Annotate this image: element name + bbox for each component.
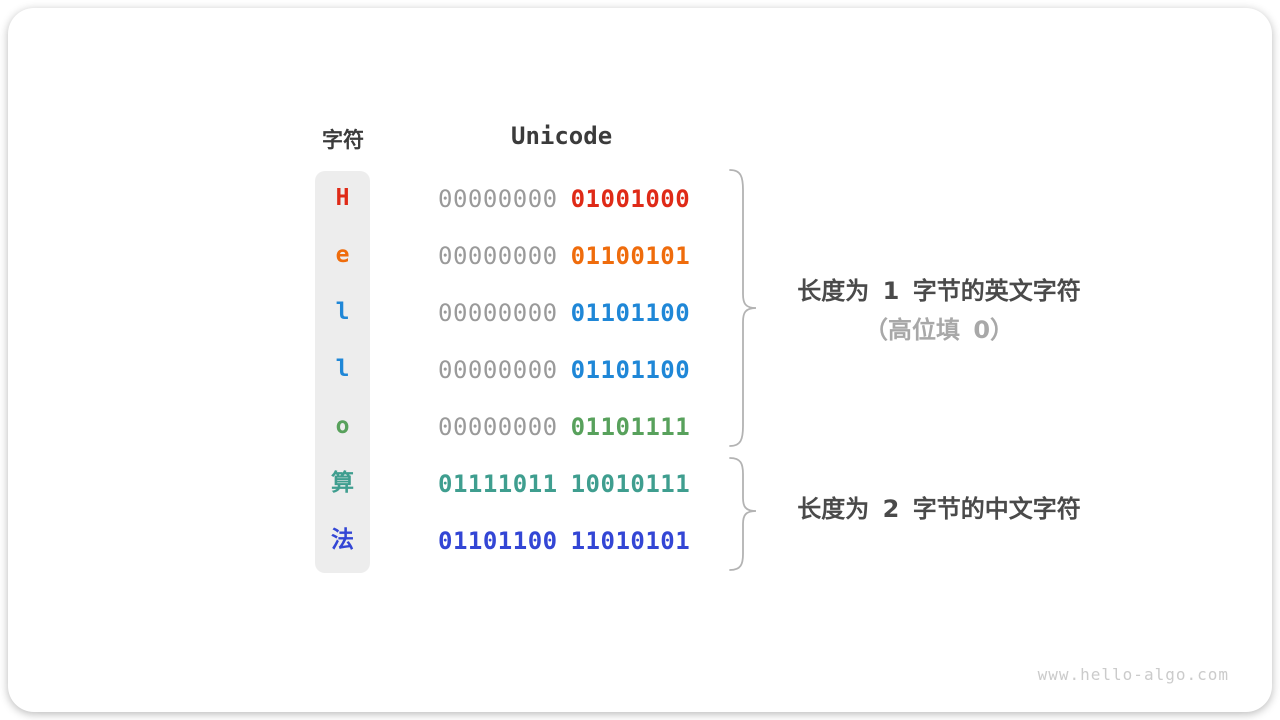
column-header-char: 字符 bbox=[322, 128, 364, 152]
byte-low: 01101100 bbox=[570, 298, 691, 327]
char-cell: l bbox=[335, 299, 350, 325]
table-row: 法 01101100 11010101 bbox=[315, 512, 735, 569]
annotation-english-line2: （高位填 0） bbox=[863, 316, 1015, 344]
binary-bytes: 01111011 10010111 bbox=[438, 470, 690, 498]
annotation-english: 长度为 1 字节的英文字符 （高位填 0） bbox=[778, 272, 1100, 350]
byte-high: 00000000 bbox=[438, 298, 558, 327]
byte-low: 01101100 bbox=[570, 355, 691, 384]
table-row: l 00000000 01101100 bbox=[315, 341, 735, 398]
byte-high: 01101100 bbox=[438, 526, 558, 555]
binary-bytes: 00000000 01101100 bbox=[438, 299, 690, 327]
char-cell: e bbox=[335, 242, 350, 268]
binary-bytes: 00000000 01101100 bbox=[438, 356, 690, 384]
byte-high: 00000000 bbox=[438, 241, 558, 270]
watermark-url: www.hello-algo.com bbox=[1037, 665, 1229, 684]
binary-bytes: 01101100 11010101 bbox=[438, 527, 690, 555]
char-cell: H bbox=[335, 185, 350, 211]
binary-bytes: 00000000 01001000 bbox=[438, 185, 690, 213]
byte-high: 00000000 bbox=[438, 355, 558, 384]
diagram-card: 字符 Unicode H 00000000 01001000 e 0000000… bbox=[8, 8, 1272, 712]
byte-high: 01111011 bbox=[438, 469, 558, 498]
annotation-english-line1: 长度为 1 字节的英文字符 bbox=[797, 277, 1081, 305]
byte-high: 00000000 bbox=[438, 412, 558, 441]
byte-low: 10010111 bbox=[570, 469, 691, 498]
binary-bytes: 00000000 01101111 bbox=[438, 413, 690, 441]
byte-low: 11010101 bbox=[570, 526, 691, 555]
table-row: H 00000000 01001000 bbox=[315, 170, 735, 227]
char-cell: 算 bbox=[331, 470, 354, 496]
table-row: l 00000000 01101100 bbox=[315, 284, 735, 341]
column-header-unicode: Unicode bbox=[511, 122, 613, 150]
byte-low: 01100101 bbox=[570, 241, 691, 270]
table-row: o 00000000 01101111 bbox=[315, 398, 735, 455]
brace-english-group bbox=[729, 169, 757, 447]
byte-low: 01001000 bbox=[570, 184, 691, 213]
char-cell: 法 bbox=[331, 527, 354, 553]
char-cell: o bbox=[335, 413, 350, 439]
annotation-chinese-line1: 长度为 2 字节的中文字符 bbox=[797, 495, 1081, 523]
annotation-chinese: 长度为 2 字节的中文字符 bbox=[778, 490, 1100, 529]
binary-bytes: 00000000 01100101 bbox=[438, 242, 690, 270]
brace-chinese-group bbox=[729, 457, 757, 571]
table-row: 算 01111011 10010111 bbox=[315, 455, 735, 512]
table-row: e 00000000 01100101 bbox=[315, 227, 735, 284]
char-cell: l bbox=[335, 356, 350, 382]
byte-high: 00000000 bbox=[438, 184, 558, 213]
char-column-background bbox=[315, 171, 370, 573]
byte-low: 01101111 bbox=[570, 412, 691, 441]
